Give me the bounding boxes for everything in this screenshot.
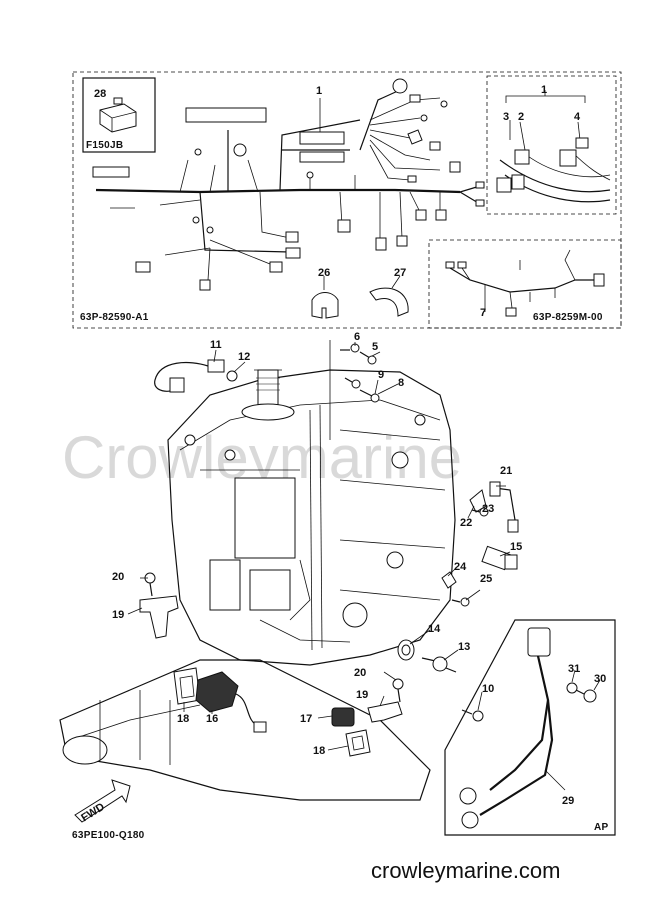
part-25-bolt <box>451 597 470 607</box>
part-31-washer <box>566 682 578 694</box>
part-14-grommet <box>397 639 415 661</box>
part-24-clip <box>441 571 457 589</box>
callout-4: 4 <box>574 111 581 123</box>
main-harness-connectors <box>92 78 485 291</box>
crankshaft-top <box>241 369 295 421</box>
part-18-grommet-bottom <box>345 729 371 757</box>
main-harness-part-code: 63P-82590-A1 <box>80 312 149 323</box>
part-19-bracket-bottom <box>367 701 403 723</box>
part-20-bolt-left <box>144 572 156 597</box>
part-30-bolt <box>575 689 597 703</box>
callout-26: 26 <box>318 267 330 279</box>
part-27-clamp <box>369 287 409 317</box>
main-harness-box <box>72 71 622 329</box>
callout-10: 10 <box>482 683 494 695</box>
sub-harness-7 <box>445 249 605 317</box>
callout-16: 16 <box>206 713 218 725</box>
callout-29: 29 <box>562 795 574 807</box>
part-13-switch <box>421 656 457 673</box>
callout-28: 28 <box>94 88 106 100</box>
part-10-bolt <box>461 709 484 722</box>
callout-18-left: 18 <box>177 713 189 725</box>
callout-20-bottom: 20 <box>354 667 366 679</box>
part-16-rectifier <box>195 671 267 733</box>
engine-block <box>167 369 456 666</box>
inset-box-f150jb <box>82 77 156 153</box>
part-21-sensor <box>489 481 519 533</box>
callout-7: 7 <box>480 307 486 319</box>
callout-1-detail: 1 <box>541 84 547 96</box>
part-17-relay <box>331 707 355 727</box>
part-19-bracket-left <box>139 595 179 639</box>
harness-detail-2-3-4 <box>496 90 611 203</box>
callout-31: 31 <box>568 663 580 675</box>
callout-18-bottom: 18 <box>313 745 325 757</box>
part-11-thermo-sensor <box>154 359 225 393</box>
callout-19-bottom: 19 <box>356 689 368 701</box>
ecu-connector <box>185 107 267 123</box>
callout-12: 12 <box>238 351 250 363</box>
right-harness-detail-box <box>486 75 617 215</box>
callout-30: 30 <box>594 673 606 685</box>
callout-2: 2 <box>518 111 524 123</box>
part-26-holder <box>311 292 339 319</box>
ap-box <box>444 619 616 836</box>
callout-1-main: 1 <box>316 85 322 97</box>
callout-15: 15 <box>510 541 522 553</box>
part-15-sensor <box>481 545 518 571</box>
callout-3: 3 <box>503 111 509 123</box>
fwd-arrow <box>74 779 131 823</box>
callout-25: 25 <box>480 573 492 585</box>
inset-label-f150jb: F150JB <box>86 140 123 151</box>
callout-20-left: 20 <box>112 571 124 583</box>
callout-8: 8 <box>398 377 404 389</box>
callout-27: 27 <box>394 267 406 279</box>
callout-11: 11 <box>210 339 222 351</box>
callout-9: 9 <box>378 369 384 381</box>
callout-21: 21 <box>500 465 512 477</box>
footer-brand: crowleymarine.com <box>371 858 561 883</box>
leader-lines <box>127 98 601 791</box>
bottom-cowling <box>59 659 431 801</box>
part-29-battery-cable <box>459 627 554 829</box>
callout-22: 22 <box>460 517 472 529</box>
part-20-bolt-bottom <box>392 678 404 703</box>
callout-23: 23 <box>482 503 494 515</box>
callout-17: 17 <box>300 713 312 725</box>
callout-24: 24 <box>454 561 467 573</box>
callout-5: 5 <box>372 341 378 353</box>
callout-14: 14 <box>428 623 441 635</box>
callout-19-left: 19 <box>112 609 124 621</box>
callout-6: 6 <box>354 331 360 343</box>
part-12-gasket <box>226 370 238 382</box>
callout-13: 13 <box>458 641 470 653</box>
diagram-code: 63PE100-Q180 <box>72 830 145 841</box>
part-28-connector <box>99 97 137 133</box>
ap-label: AP <box>594 822 609 833</box>
sub-harness-part-code: 63P-8259M-00 <box>533 312 603 323</box>
